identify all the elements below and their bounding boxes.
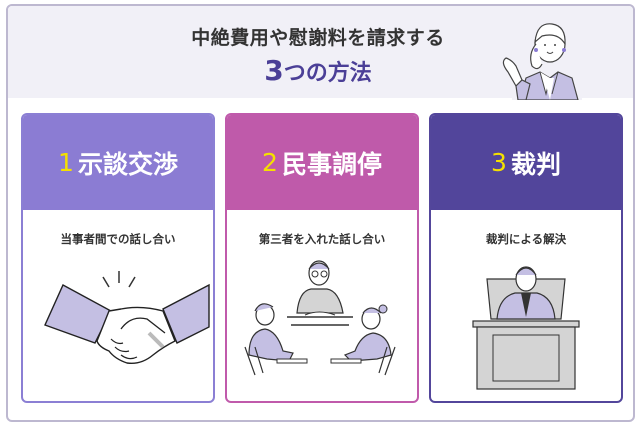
header-band: 中絶費用や慰謝料を請求する 3つの方法 xyxy=(8,6,633,100)
card-number: 1 xyxy=(58,148,74,177)
woman-presenting-icon xyxy=(502,23,582,100)
card-description: 第三者を入れた話し合い xyxy=(258,232,386,246)
title-line-1: 中絶費用や慰謝料を請求する xyxy=(191,27,445,49)
card-description: 当事者間での話し合い xyxy=(60,232,176,246)
handshake-icon xyxy=(44,271,210,365)
card-title: 示談交渉 xyxy=(77,149,178,179)
card-title: 裁判 xyxy=(510,149,561,179)
judge-at-bench-icon xyxy=(472,266,580,390)
title-rest: つの方法 xyxy=(283,61,372,86)
card-number: 2 xyxy=(262,148,278,177)
title-line-2: 3つの方法 xyxy=(8,54,628,87)
title-number: 3 xyxy=(264,54,284,87)
card-title: 民事調停 xyxy=(281,149,382,179)
card-number: 3 xyxy=(491,148,507,177)
card-description: 裁判による解決 xyxy=(485,232,567,246)
mediation-meeting-icon xyxy=(244,260,396,376)
